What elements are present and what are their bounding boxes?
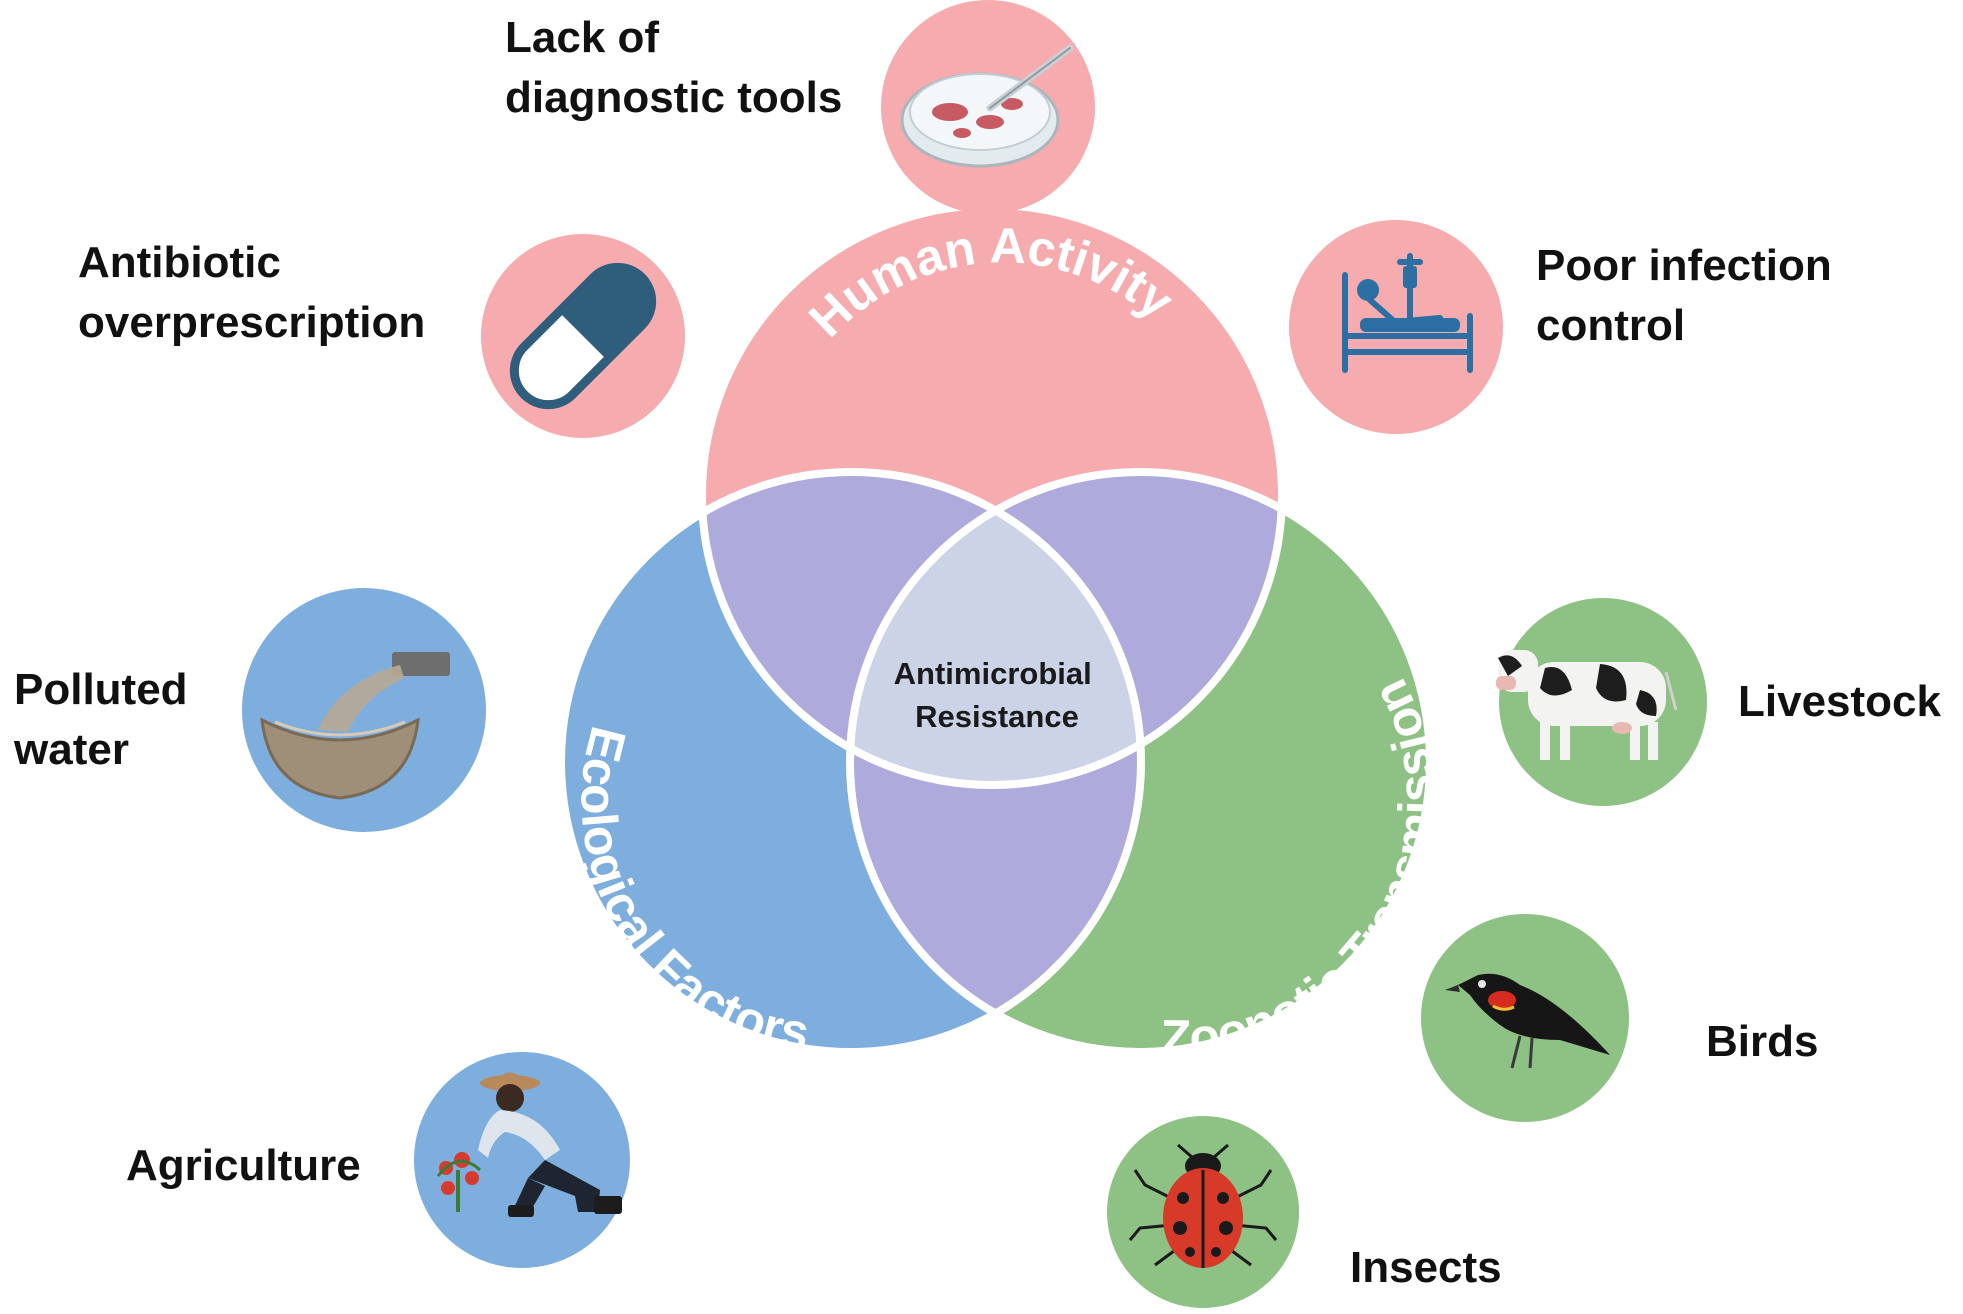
- ecological-outline: [557, 468, 1145, 1056]
- livestock-label: Livestock: [1738, 672, 1941, 732]
- lack-diagnostic-tools-label: Lack of diagnostic tools: [505, 8, 842, 128]
- birds-line-1: Birds: [1706, 1017, 1819, 1066]
- infection-control-line-2: control: [1536, 301, 1686, 350]
- insects-line-1: Insects: [1350, 1243, 1502, 1292]
- polluted-water-icon: [242, 588, 486, 832]
- lack-diagnostic-line-1: Lack of: [505, 13, 660, 62]
- center-label-line-2: Resistance: [915, 699, 1079, 734]
- antibiotic-overprescription-label: Antibiotic overprescription: [78, 233, 425, 353]
- livestock-line-1: Livestock: [1738, 677, 1941, 726]
- polluted-water-line-2: water: [14, 725, 129, 774]
- venn-circles: [557, 201, 1434, 1056]
- insects-label: Insects: [1350, 1238, 1502, 1298]
- overprescription-line-2: overprescription: [78, 298, 426, 347]
- zoonotic-outline: [846, 468, 1434, 1056]
- lack-diagnostic-line-2: diagnostic tools: [505, 73, 843, 122]
- center-label-line-1: Antimicrobial: [894, 656, 1092, 691]
- polluted-water-line-1: Polluted: [14, 665, 188, 714]
- hospital-bed-icon: [1289, 220, 1503, 434]
- cow-icon: [1496, 598, 1707, 806]
- petri-dish-icon: [881, 0, 1095, 214]
- polluted-water-label: Polluted water: [14, 660, 188, 780]
- farmer-icon: [414, 1052, 630, 1268]
- pill-capsule-icon: [481, 234, 685, 438]
- overprescription-line-1: Antibiotic: [78, 238, 281, 287]
- agriculture-label: Agriculture: [126, 1136, 361, 1196]
- agriculture-line-1: Agriculture: [126, 1141, 361, 1190]
- infection-control-line-1: Poor infection: [1536, 241, 1832, 290]
- blackbird-icon: [1421, 914, 1629, 1122]
- birds-label: Birds: [1706, 1012, 1818, 1072]
- amr-center-label: Antimicrobial Resistance: [894, 656, 1101, 734]
- ladybug-icon: [1107, 1116, 1299, 1308]
- poor-infection-control-label: Poor infection control: [1536, 236, 1832, 356]
